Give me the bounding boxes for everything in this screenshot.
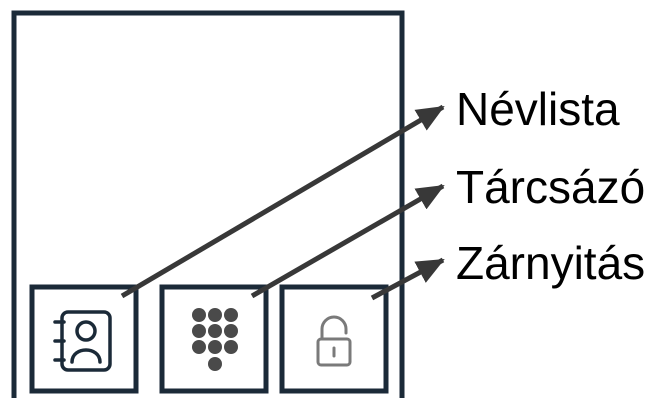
arrow-unlock bbox=[370, 257, 445, 301]
arrow-contacts bbox=[120, 104, 445, 299]
label-dialer: Tárcsázó bbox=[456, 161, 646, 213]
arrow-dialer bbox=[250, 183, 445, 299]
label-contacts: Névlista bbox=[456, 83, 620, 135]
unlock-icon bbox=[316, 315, 352, 367]
label-unlock: Zárnyitás bbox=[456, 237, 646, 289]
contacts-book-icon bbox=[53, 310, 112, 372]
dialer-button[interactable] bbox=[159, 284, 269, 394]
unlock-button[interactable] bbox=[279, 284, 389, 394]
keypad-icon bbox=[192, 308, 238, 371]
contacts-button[interactable] bbox=[29, 284, 139, 394]
dialer-button-border bbox=[159, 284, 269, 394]
